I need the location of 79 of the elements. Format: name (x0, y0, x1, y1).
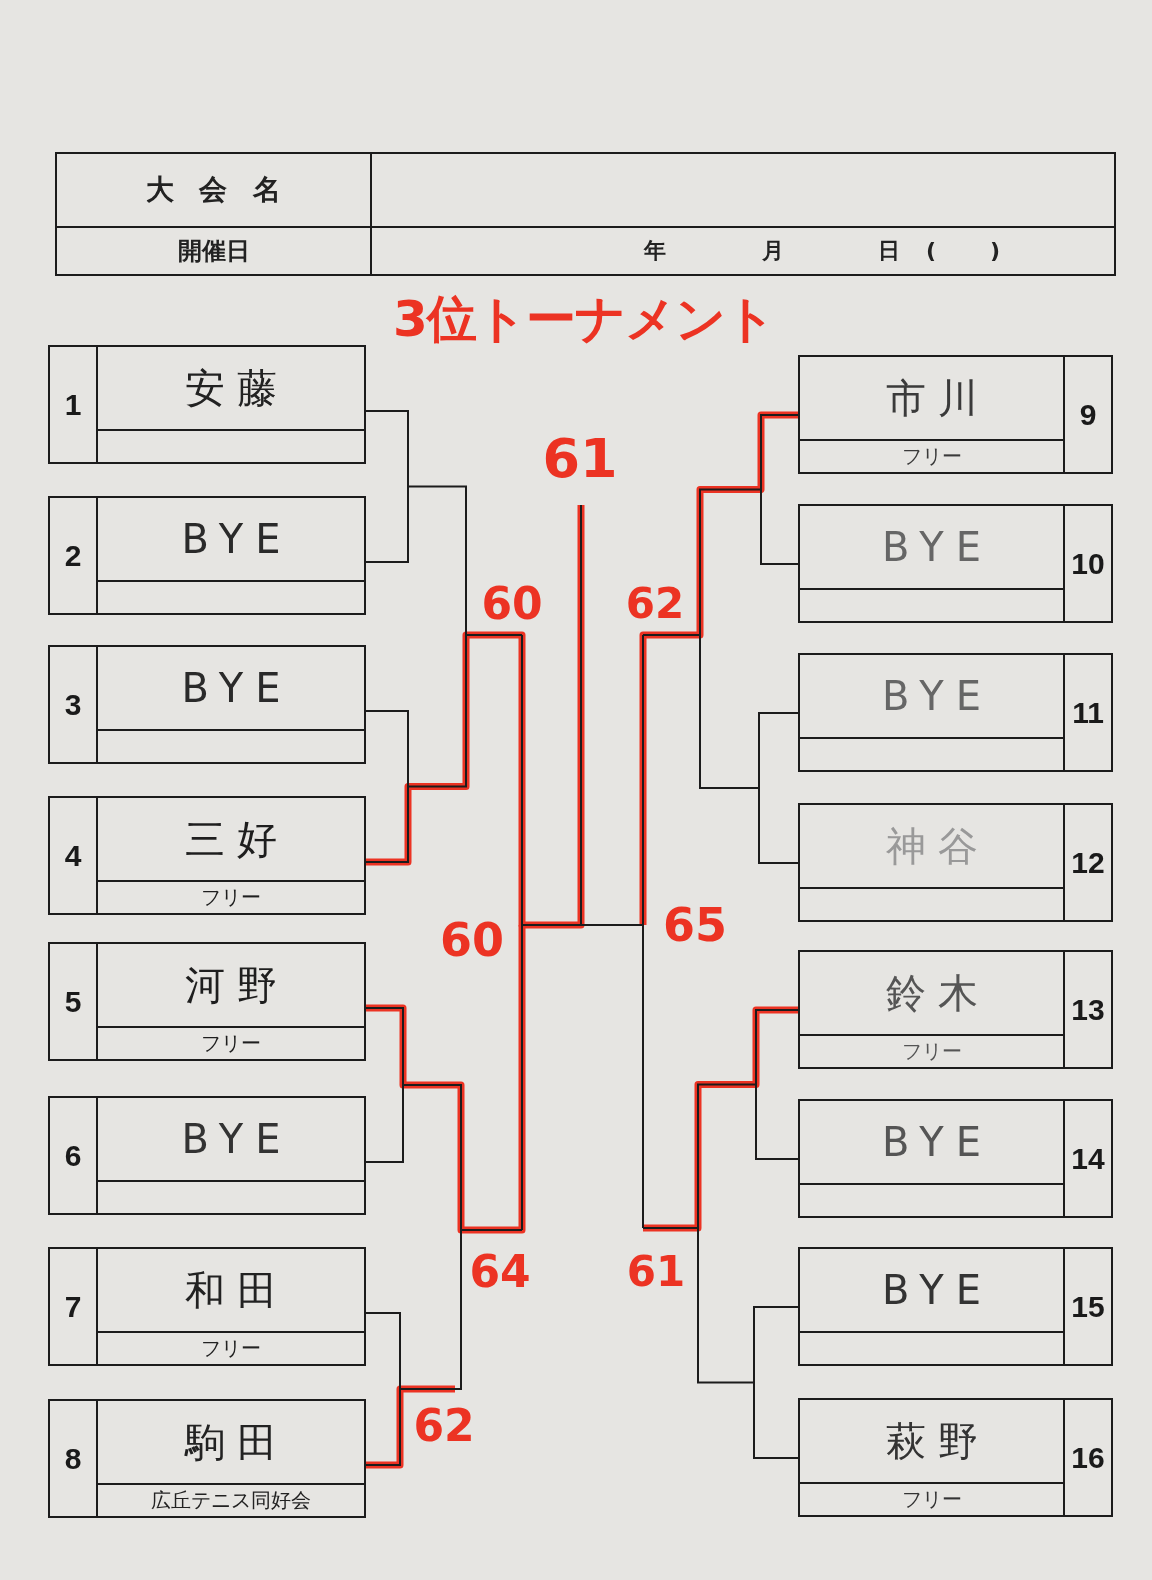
entry-name: 市川 (884, 376, 990, 420)
seed-number: 14 (1063, 1101, 1111, 1216)
entry-box (798, 504, 1113, 623)
entry-box (48, 496, 366, 615)
seed-number: 6 (50, 1098, 98, 1213)
entry-name: 萩野 (884, 1419, 990, 1463)
entry-name: 河野 (184, 963, 289, 1007)
date-label: 日 (878, 238, 900, 264)
score: 61 (542, 432, 618, 486)
seed-number: 5 (50, 944, 98, 1059)
date-label: ) (989, 238, 1001, 264)
score: 62 (625, 583, 685, 625)
affiliation-field: フリー (800, 1482, 1063, 1515)
bracket-line (365, 1007, 404, 1163)
entry-box (798, 1398, 1113, 1517)
entry-name: 安藤 (184, 366, 289, 410)
entry-box (798, 653, 1113, 772)
seed-number: 16 (1063, 1400, 1111, 1515)
date-label: 年 (644, 238, 666, 264)
entry-box (48, 1247, 366, 1366)
score: 64 (469, 1250, 531, 1294)
entry-box (48, 796, 366, 915)
entry-box (798, 950, 1113, 1069)
entry-box (798, 1099, 1113, 1218)
entry-name: BYE (180, 517, 293, 561)
affiliation-field: 広丘テニス同好会 (98, 1483, 364, 1516)
seed-number: 3 (50, 647, 98, 762)
entry-name: BYE (881, 525, 993, 569)
affiliation-field: フリー (800, 1034, 1063, 1067)
bracket-line (365, 710, 409, 863)
form-label: 開催日 (55, 226, 372, 276)
affiliation-field: フリー (98, 1331, 364, 1364)
entry-name: 駒田 (183, 1420, 289, 1464)
bracket-line (755, 1009, 799, 1160)
entry-name: BYE (180, 666, 293, 710)
score: 62 (413, 1404, 475, 1448)
entry-name: 和田 (184, 1268, 289, 1312)
bracket-line (758, 712, 799, 864)
entry-name: 鈴木 (884, 971, 990, 1015)
affiliation-field: フリー (800, 439, 1063, 472)
title: 3位トーナメント (393, 292, 775, 347)
entry-box (48, 645, 366, 764)
affiliation-field: フリー (98, 880, 364, 913)
entry-name: BYE (180, 1117, 293, 1161)
entry-box (798, 355, 1113, 474)
score: 60 (440, 917, 504, 963)
date-label: 月 (762, 238, 784, 264)
entry-box (798, 1247, 1113, 1366)
entry-name: BYE (881, 1268, 993, 1312)
seed-number: 10 (1063, 506, 1111, 621)
score: 60 (481, 582, 543, 626)
entry-name: 神谷 (884, 824, 990, 868)
seed-number: 2 (50, 498, 98, 613)
entry-name: 三好 (184, 817, 289, 861)
form-label: 大会名 (55, 152, 372, 228)
seed-number: 11 (1063, 655, 1111, 770)
seed-number: 8 (50, 1401, 98, 1516)
date-label: ( (925, 238, 937, 264)
seed-number: 12 (1063, 805, 1111, 920)
score: 61 (626, 1251, 686, 1293)
bracket-line (365, 410, 409, 563)
bracket-line (753, 1306, 799, 1459)
entry-box (48, 1096, 366, 1215)
affiliation-field: フリー (98, 1026, 364, 1059)
entry-box (48, 942, 366, 1061)
entry-box (48, 345, 366, 464)
seed-number: 9 (1063, 357, 1111, 472)
entry-name: BYE (881, 674, 993, 718)
seed-number: 13 (1063, 952, 1111, 1067)
seed-number: 4 (50, 798, 98, 913)
entry-name: BYE (881, 1120, 993, 1164)
bracket-line (760, 414, 799, 565)
bracket-line (365, 1312, 401, 1466)
entry-box (48, 1399, 366, 1518)
entry-box (798, 803, 1113, 922)
seed-number: 7 (50, 1249, 98, 1364)
seed-number: 1 (50, 347, 98, 462)
score: 65 (663, 902, 727, 948)
seed-number: 15 (1063, 1249, 1111, 1364)
